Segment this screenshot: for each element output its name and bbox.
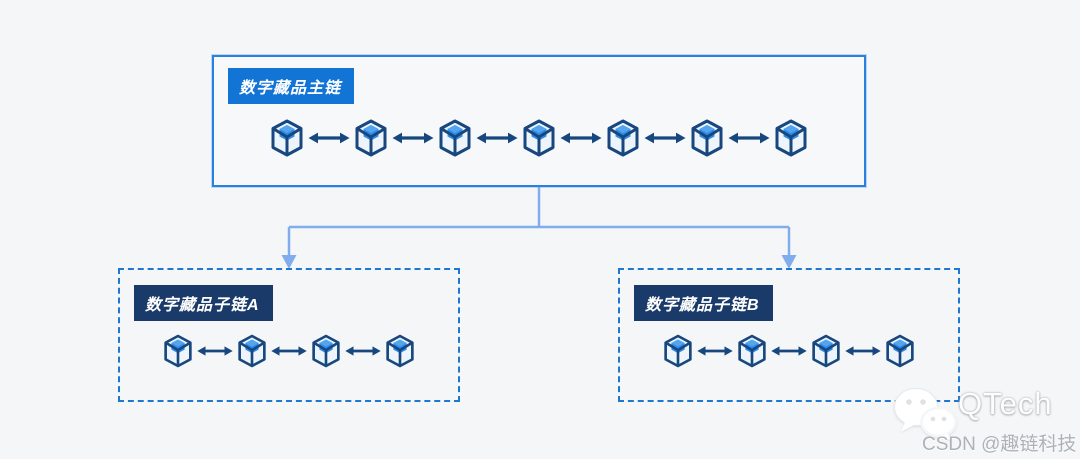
block-icon	[664, 334, 692, 368]
sub-chain-a-box: 数字藏品子链A	[118, 268, 460, 402]
double-arrow-icon	[197, 346, 233, 356]
block-icon	[164, 334, 192, 368]
chain-segment	[438, 119, 519, 157]
sub-chain-a-blocks	[120, 334, 458, 368]
block-icon	[691, 119, 723, 157]
chain-segment	[737, 334, 808, 368]
double-arrow-icon	[476, 132, 518, 144]
chain-segment	[606, 119, 687, 157]
watermark-brand: QTech	[958, 386, 1053, 421]
chain-segment	[663, 334, 734, 368]
double-arrow-icon	[308, 132, 350, 144]
chain-segment	[522, 119, 603, 157]
double-arrow-icon	[644, 132, 686, 144]
double-arrow-icon	[697, 346, 733, 356]
block-icon	[775, 119, 807, 157]
chain-segment	[354, 119, 435, 157]
double-arrow-icon	[345, 346, 381, 356]
double-arrow-icon	[271, 346, 307, 356]
main-chain-box: 数字藏品主链	[212, 55, 866, 187]
block-icon	[607, 119, 639, 157]
block-icon	[312, 334, 340, 368]
block-icon	[439, 119, 471, 157]
block-icon	[386, 334, 414, 368]
wechat-icon	[894, 388, 957, 441]
double-arrow-icon	[560, 132, 602, 144]
double-arrow-icon	[392, 132, 434, 144]
watermark-attribution: CSDN @趣链科技	[922, 434, 1077, 455]
chain-segment	[774, 119, 808, 157]
block-icon	[886, 334, 914, 368]
sub-chain-a-label: 数字藏品子链A	[134, 285, 273, 321]
chain-segment	[885, 334, 915, 368]
main-chain-label: 数字藏品主链	[228, 68, 355, 104]
chain-segment	[811, 334, 882, 368]
down-arrow-icon	[281, 255, 297, 269]
chain-segment	[311, 334, 382, 368]
block-icon	[523, 119, 555, 157]
chain-segment	[237, 334, 308, 368]
block-icon	[738, 334, 766, 368]
double-arrow-icon	[728, 132, 770, 144]
chain-segment	[163, 334, 234, 368]
block-icon	[238, 334, 266, 368]
chain-segment	[690, 119, 771, 157]
block-icon	[271, 119, 303, 157]
chain-segment	[270, 119, 351, 157]
watermark: QTech CSDN @趣链科技	[888, 380, 1080, 459]
block-icon	[355, 119, 387, 157]
sub-chain-b-blocks	[620, 334, 958, 368]
block-icon	[812, 334, 840, 368]
sub-chain-b-label: 数字藏品子链B	[634, 285, 773, 321]
sub-chain-b-box: 数字藏品子链B	[618, 268, 960, 402]
double-arrow-icon	[771, 346, 807, 356]
down-arrow-icon	[781, 255, 797, 269]
main-chain-blocks	[214, 119, 864, 157]
chain-segment	[385, 334, 415, 368]
double-arrow-icon	[845, 346, 881, 356]
